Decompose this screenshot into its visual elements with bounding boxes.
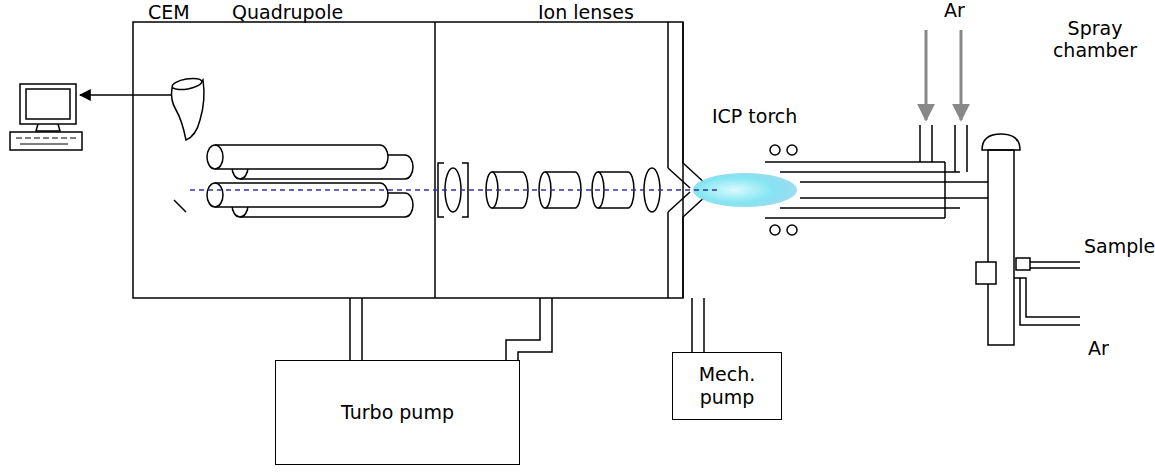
inlet-label: Sample <box>1084 236 1155 258</box>
interface-wall <box>667 22 669 168</box>
vacuum-housing <box>133 22 683 298</box>
quadrupole-rods <box>207 145 413 217</box>
pump-label: Turbo pump <box>341 401 454 424</box>
gas-arrow <box>960 30 963 120</box>
pump-box: Mech. pump <box>672 352 782 420</box>
vacuum-pipe <box>350 298 362 360</box>
pump-box: Turbo pump <box>275 360 520 465</box>
component-label: CEM <box>148 2 190 24</box>
chamber-wall <box>434 22 436 298</box>
rf-coil <box>770 145 797 235</box>
ion-beam <box>190 189 720 191</box>
gas-label: Ar <box>1088 338 1109 360</box>
component-label: Quadrupole <box>232 2 343 24</box>
component-label: Ion lenses <box>538 2 634 24</box>
component-label: Spray chamber <box>1040 18 1150 62</box>
component-label: ICP torch <box>712 106 797 128</box>
pump-label: Mech. pump <box>673 363 781 409</box>
vacuum-pipe <box>506 298 552 360</box>
gas-arrow <box>925 30 928 120</box>
vacuum-pipe <box>692 298 704 352</box>
gas-label: Ar <box>944 0 965 22</box>
computer-icon <box>10 84 82 150</box>
sampler-cone <box>668 22 708 298</box>
deflector <box>174 200 186 212</box>
plasma <box>693 173 797 207</box>
spray-chamber <box>976 134 1080 345</box>
icp-torch <box>765 125 990 218</box>
